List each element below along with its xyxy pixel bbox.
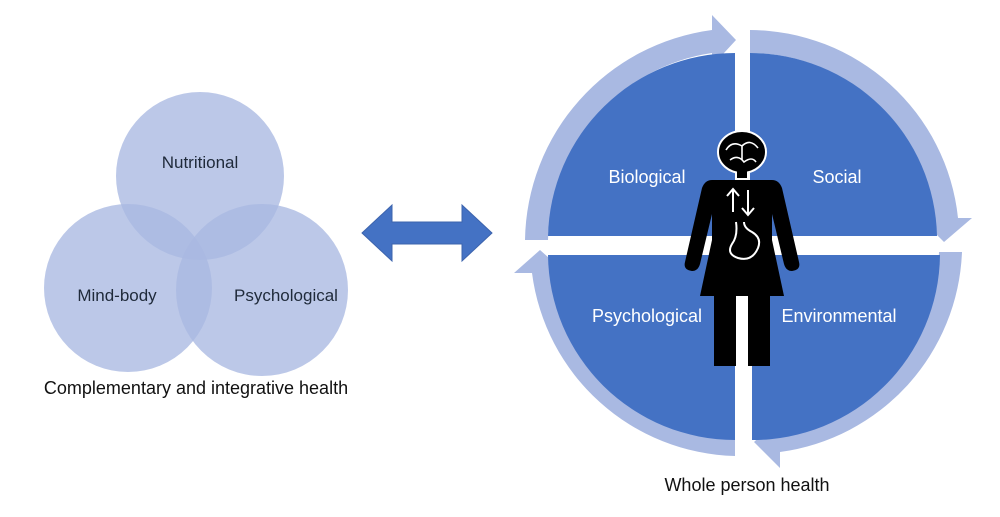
quadrant-label-social: Social: [812, 167, 861, 187]
venn-circle-mind-body: [44, 204, 212, 372]
venn-label-mind-body: Mind-body: [77, 286, 157, 305]
down-arrow-icon: [741, 190, 755, 217]
quadrant-social: [750, 52, 937, 236]
venn-label-psychological: Psychological: [234, 286, 338, 305]
ring-arc-bottom-right: [754, 252, 962, 468]
brain-icon: [717, 130, 767, 178]
stomach-icon: [729, 221, 761, 260]
quadrant-environmental: [752, 255, 940, 441]
double-arrow-icon: [361, 203, 493, 263]
venn-caption: Complementary and integrative health: [44, 378, 348, 398]
quadrant-label-psychological: Psychological: [592, 306, 702, 326]
ring-arc-top-right: [750, 30, 972, 242]
whole-person-caption: Whole person health: [664, 475, 829, 495]
whole-person-diagram: Biological Social Psychological Environm…: [514, 15, 972, 495]
up-arrow-icon: [726, 187, 740, 212]
venn-diagram: Nutritional Mind-body Psychological Comp…: [44, 92, 348, 398]
person-icon: [684, 130, 800, 366]
quadrants: [548, 52, 940, 441]
quadrant-psychological: [548, 255, 735, 440]
quadrant-label-biological: Biological: [608, 167, 685, 187]
quadrant-biological: [548, 53, 735, 236]
ring-arc-top-left: [525, 15, 736, 240]
venn-label-nutritional: Nutritional: [162, 153, 239, 172]
venn-circle-psychological: [176, 204, 348, 376]
quadrant-label-environmental: Environmental: [781, 306, 896, 326]
